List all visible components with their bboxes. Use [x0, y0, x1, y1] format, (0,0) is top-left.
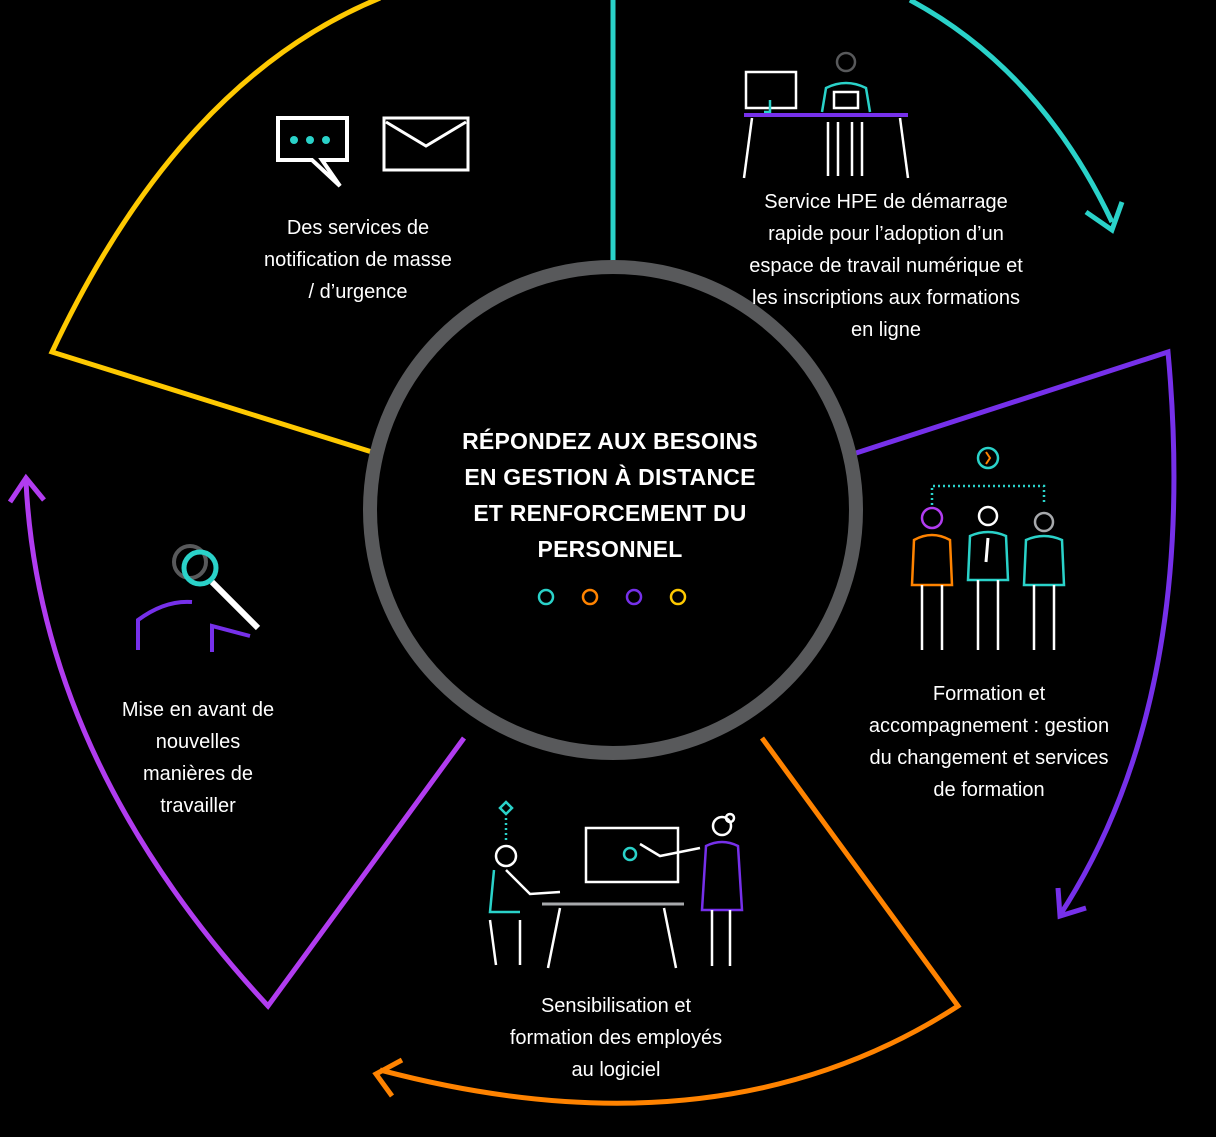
label-line: Sensibilisation et [540, 995, 692, 1017]
arrowhead-purple-icon [1055, 887, 1087, 920]
label-line: nouvelles [155, 731, 241, 753]
arrowhead-orange-icon [372, 1057, 404, 1098]
label-line: manières de [142, 763, 254, 785]
label-line: travailler [160, 795, 236, 817]
center-title-line: EN GESTION À DISTANCE [464, 464, 756, 490]
center-title: RÉPONDEZ AUX BESOINS EN GESTION À DISTAN… [420, 423, 800, 567]
label-line: Formation et [932, 683, 1046, 705]
label-line: rapide pour l’adoption d’un [768, 223, 1004, 245]
segment-arc-demarrage [908, 0, 1115, 224]
label-line: espace de travail numérique et [749, 255, 1023, 277]
label-sensibilisation: Sensibilisation et formation des employé… [476, 990, 756, 1086]
segment-arc-nouvelles-manieres [23, 481, 467, 1010]
label-nouvelles-manieres: Mise en avant de nouvelles manières de t… [98, 694, 298, 822]
dot-teal [537, 588, 555, 606]
classroom-presentation-icon [488, 800, 744, 969]
label-line: de formation [933, 779, 1045, 801]
label-line: accompagnement : gestion [868, 715, 1110, 737]
label-accompagnement: Formation et accompagnement : gestion du… [846, 678, 1132, 806]
label-line: / d’urgence [308, 281, 408, 303]
label-line: Service HPE de démarrage [764, 191, 1008, 213]
remote-workstation-icon [742, 51, 910, 179]
team-lightbulb-icon [910, 446, 1066, 650]
segment-arc-notification [48, 0, 381, 455]
label-line: notification de masse [264, 249, 452, 271]
label-line: en ligne [850, 319, 922, 341]
center-circle [363, 260, 863, 760]
label-line: Mise en avant de [121, 699, 275, 721]
segment-arc-sensibilisation [379, 736, 962, 1106]
label-line: du changement et services [869, 747, 1109, 769]
chat-bubble-icon [276, 116, 349, 188]
center-title-line: RÉPONDEZ AUX BESOINS [462, 428, 758, 454]
label-line: formation des employés [509, 1027, 723, 1049]
segment-arc-accompagnement [849, 348, 1177, 917]
magnifier-person-icon [136, 544, 261, 652]
dot-orange [581, 588, 599, 606]
envelope-icon [382, 116, 470, 172]
center-title-line: ET RENFORCEMENT DU [473, 500, 747, 526]
arrowhead-teal-icon [1084, 201, 1125, 234]
dot-purple [625, 588, 643, 606]
arrowhead-magenta-icon [7, 473, 46, 504]
dot-yellow [669, 588, 687, 606]
label-demarrage: Service HPE de démarrage rapide pour l’a… [716, 186, 1056, 346]
center-title-line: PERSONNEL [537, 536, 683, 562]
label-line: Des services de [286, 217, 430, 239]
label-line: les inscriptions aux formations [752, 287, 1020, 309]
label-line: au logiciel [571, 1059, 661, 1081]
color-dots [537, 588, 687, 606]
label-notification: Des services de notification de masse / … [228, 212, 488, 308]
